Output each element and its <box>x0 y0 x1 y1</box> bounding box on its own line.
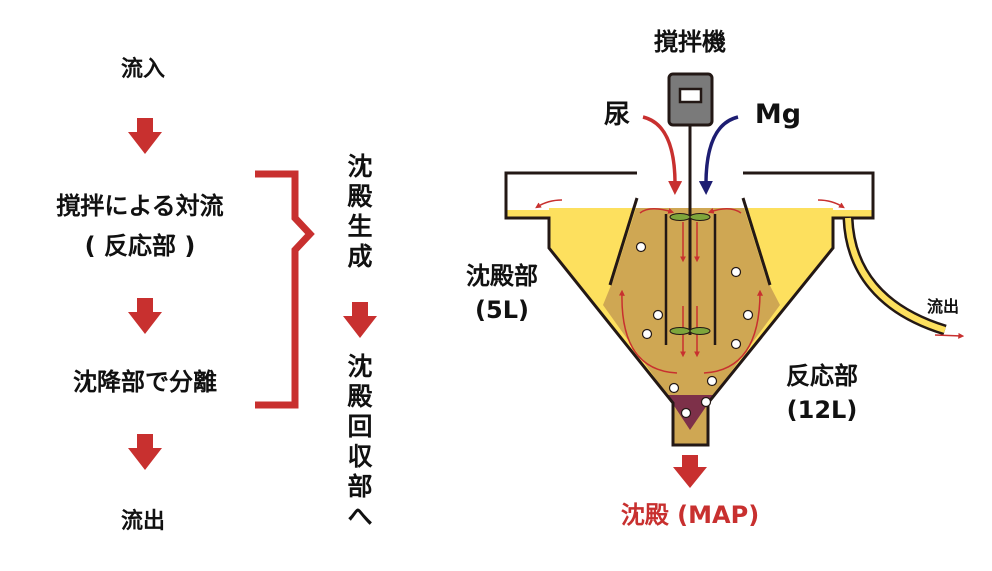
char: 部 <box>347 472 372 501</box>
stirring-label: 撹拌による対流 <box>56 192 223 220</box>
settling-label: 沈降部で分離 <box>73 368 217 396</box>
char: 沈 <box>347 352 372 381</box>
left-baffle <box>608 197 639 286</box>
precipitate-collection-text: 沈 殿 回 収 部 へ <box>346 352 373 531</box>
precipitate-generation-text: 沈 殿 生 成 <box>346 152 373 271</box>
urine-label: 尿 <box>604 100 630 130</box>
char: へ <box>347 502 372 531</box>
outflow-arrow <box>934 332 965 339</box>
paddle-icon <box>669 213 711 335</box>
down-arrow-icon <box>673 455 707 488</box>
char: 沈 <box>347 152 372 181</box>
char: 成 <box>347 242 372 271</box>
process-flow: 流入 撹拌による対流 ( 反応部 ) 沈降部で分離 流出 <box>56 56 223 534</box>
mg-label: Mg <box>755 99 801 130</box>
bracket <box>255 170 315 409</box>
reaction-part-label: 反応部 <box>786 362 858 390</box>
down-arrow-icon <box>128 298 162 334</box>
char: 殿 <box>346 382 373 411</box>
apparatus-outflow-label: 流出 <box>927 297 959 316</box>
mg-inlet-arrow <box>698 115 739 195</box>
char: 回 <box>347 412 372 441</box>
precipitate-label: 沈殿 (MAP) <box>621 501 759 529</box>
char: 生 <box>347 212 372 241</box>
outflow-label: 流出 <box>121 508 165 534</box>
outflow-pipe <box>845 217 946 333</box>
down-arrow-icon <box>343 302 377 338</box>
reactor <box>504 72 965 488</box>
stirrer-label: 撹拌機 <box>654 28 726 56</box>
char: 収 <box>347 442 373 471</box>
reaction-volume: (12L) <box>787 396 858 424</box>
apparatus-labels: 撹拌機 尿 Mg 沈殿部 (5L) 反応部 (12L) 流出 沈殿 (MAP) <box>466 28 959 529</box>
down-arrow-icon <box>128 118 162 154</box>
inflow-label: 流入 <box>121 56 165 82</box>
reaction-part-label: ( 反応部 ) <box>85 232 196 260</box>
urine-inlet-arrow <box>642 115 683 195</box>
right-baffle <box>741 197 772 286</box>
precipitate-particles <box>635 241 754 419</box>
down-arrow-icon <box>128 434 162 470</box>
char: 殿 <box>346 182 373 211</box>
settling-volume: (5L) <box>475 296 529 324</box>
settling-part-label: 沈殿部 <box>466 262 538 290</box>
